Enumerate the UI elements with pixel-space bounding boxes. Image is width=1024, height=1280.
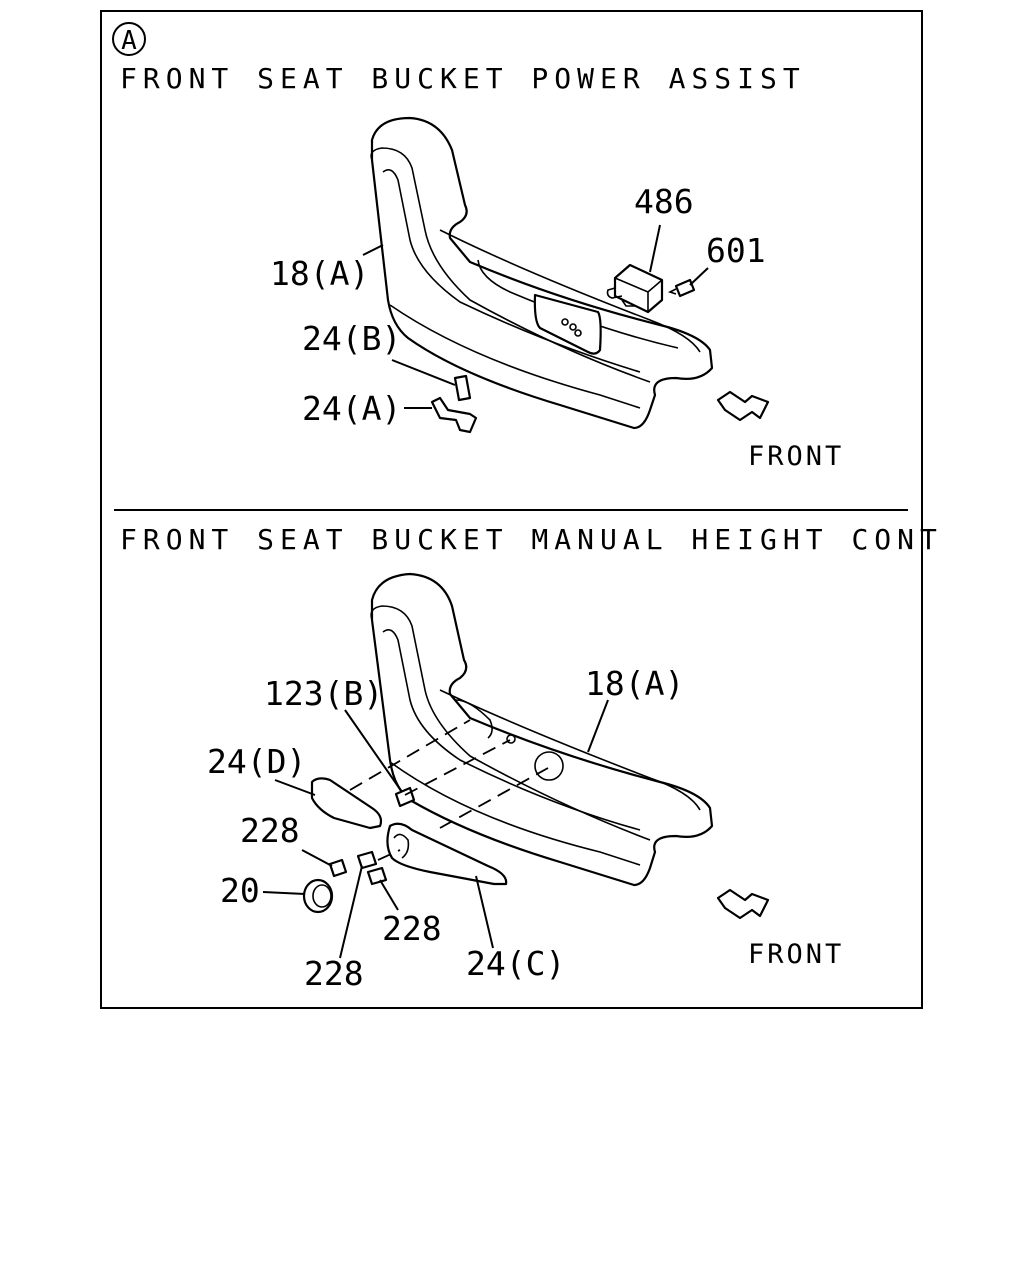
screw-228-c [366, 866, 388, 886]
section-marker-circle-icon: A [112, 22, 146, 56]
alignment-lines [349, 719, 549, 861]
callout-486: 486 [634, 182, 694, 221]
screw-228-b [356, 850, 378, 870]
callout-24a: 24(A) [302, 389, 401, 428]
callout-24c: 24(C) [466, 944, 565, 983]
callout-24d: 24(D) [207, 742, 306, 781]
front-direction-arrow-icon [716, 390, 770, 422]
leader-228-bottom [339, 865, 363, 959]
callout-24b: 24(B) [302, 319, 401, 358]
callout-228-left: 228 [240, 811, 300, 850]
cap-part-20 [302, 878, 334, 914]
screw-228-a [328, 858, 348, 878]
callout-20: 20 [220, 871, 260, 910]
screw-601-part [667, 278, 696, 298]
front-label-top: FRONT [748, 441, 844, 472]
callout-18a-top: 18(A) [270, 254, 369, 293]
callout-601: 601 [706, 231, 766, 270]
front-direction-arrow-icon [716, 888, 770, 920]
callout-228-bottom: 228 [304, 954, 364, 993]
leader-486 [649, 224, 661, 273]
leader-123b [344, 709, 403, 793]
part-24d [310, 777, 383, 830]
leader-228-mid [379, 879, 399, 911]
leader-601 [689, 267, 709, 286]
panel-2-title: FRONT SEAT BUCKET MANUAL HEIGHT CONT [120, 523, 943, 556]
seat-side-panel-bottom [370, 572, 714, 887]
panel-1-title: FRONT SEAT BUCKET POWER ASSIST [120, 62, 806, 95]
leader-18a-top [362, 244, 384, 256]
leader-24b [391, 359, 456, 386]
part-24c [386, 822, 508, 886]
diagram-frame [100, 10, 923, 1009]
callout-18a-bottom: 18(A) [585, 664, 684, 703]
callout-228-mid: 228 [382, 909, 442, 948]
leader-228-left [301, 849, 333, 867]
part-24b [453, 374, 472, 402]
part-24a [430, 396, 478, 434]
leader-24d [274, 779, 316, 796]
leader-20 [262, 891, 306, 895]
power-switch-part [606, 263, 664, 314]
seat-side-panel-top [370, 116, 714, 430]
leader-18a-bottom [587, 699, 609, 753]
front-label-bottom: FRONT [748, 939, 844, 970]
section-marker-label: A [121, 26, 137, 56]
leader-24c [475, 875, 494, 949]
callout-123b: 123(B) [264, 674, 383, 713]
